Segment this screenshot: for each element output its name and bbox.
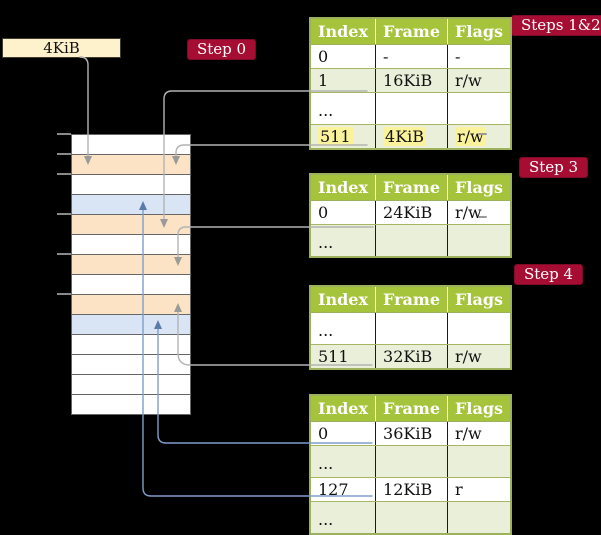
badge-step-4: Step 4 (514, 264, 584, 285)
table-cell: 32KiB (375, 344, 448, 369)
table-cell: ... (310, 92, 376, 125)
tick-mark (57, 253, 71, 255)
frame-size-box: 4KiB (2, 38, 121, 58)
tick-mark (57, 213, 71, 215)
table-cell: 0 (310, 421, 376, 446)
tick-mark (57, 153, 71, 155)
table-row: ... (310, 92, 512, 125)
table-row: ... (310, 312, 512, 345)
table-cell: r/w (447, 68, 512, 93)
table-cell: 0 (310, 44, 376, 69)
tick-mark (57, 133, 71, 135)
memory-row-white (72, 175, 190, 195)
highlighted-value: 511 (318, 127, 353, 146)
column-header: Index (310, 174, 376, 201)
table-cell: 4KiB (375, 124, 448, 149)
column-header: Index (310, 286, 376, 313)
table-cell (375, 224, 448, 257)
table-cell: ... (310, 501, 376, 534)
column-header: Frame (375, 286, 448, 313)
table-cell: 511 (310, 344, 376, 369)
memory-row-white (72, 275, 190, 295)
table-cell: 127 (310, 477, 376, 502)
table-row: 0-- (310, 44, 512, 69)
column-header: Index (310, 395, 376, 422)
table-row: ... (310, 445, 512, 478)
table-cell (447, 501, 512, 534)
memory-row-white (72, 135, 190, 155)
memory-row-peach (72, 255, 190, 275)
memory-row-white (72, 355, 190, 375)
table-cell: - (447, 44, 512, 69)
column-header: Frame (375, 395, 448, 422)
column-header: Flags (447, 286, 512, 313)
table-cell: 12KiB (375, 477, 448, 502)
table-cell (447, 312, 512, 345)
table-cell: 36KiB (375, 421, 448, 446)
column-header: Index (310, 18, 376, 45)
memory-row-blue (72, 315, 190, 335)
table-cell: - (375, 44, 448, 69)
table-cell: ... (310, 445, 376, 478)
table-cell: r (447, 477, 512, 502)
table-cell: 1 (310, 68, 376, 93)
badge-step-3: Step 3 (519, 157, 589, 178)
table-cell (375, 501, 448, 534)
memory-row-peach (72, 155, 190, 175)
physical-memory-column (71, 134, 191, 415)
table-cell (447, 92, 512, 125)
table-cell: r/w (447, 124, 512, 149)
memory-row-peach (72, 295, 190, 315)
table-cell (447, 445, 512, 478)
highlighted-value: r/w (455, 127, 486, 146)
table-cell: ... (310, 224, 376, 257)
table-row: ... (310, 501, 512, 534)
column-header: Flags (447, 18, 512, 45)
table-cell (375, 445, 448, 478)
column-header: Flags (447, 395, 512, 422)
table-cell (375, 92, 448, 125)
memory-row-white (72, 375, 190, 395)
table-cell (375, 312, 448, 345)
column-header: Frame (375, 18, 448, 45)
badge-step-0: Step 0 (187, 39, 257, 60)
table-cell: r/w (447, 344, 512, 369)
highlighted-value: 4KiB (383, 127, 427, 146)
tick-mark (57, 293, 71, 295)
memory-row-white (72, 395, 190, 414)
table-cell: ... (310, 312, 376, 345)
memory-row-white (72, 335, 190, 355)
memory-row-white (72, 235, 190, 255)
column-header: Flags (447, 174, 512, 201)
tick-mark (57, 173, 71, 175)
badge-steps-1-2: Steps 1&2 (511, 15, 601, 36)
table-cell (447, 224, 512, 257)
memory-row-blue (72, 195, 190, 215)
table-row: 511 4KiB r/w (310, 124, 512, 149)
table-cell: 24KiB (375, 200, 448, 225)
table-cell: 511 (310, 124, 376, 149)
table-cell: 0 (310, 200, 376, 225)
table-cell: r/w (447, 200, 512, 225)
table-cell: r/w (447, 421, 512, 446)
table-row: ... (310, 224, 512, 257)
column-header: Frame (375, 174, 448, 201)
table-cell: 16KiB (375, 68, 448, 93)
memory-row-peach (72, 215, 190, 235)
